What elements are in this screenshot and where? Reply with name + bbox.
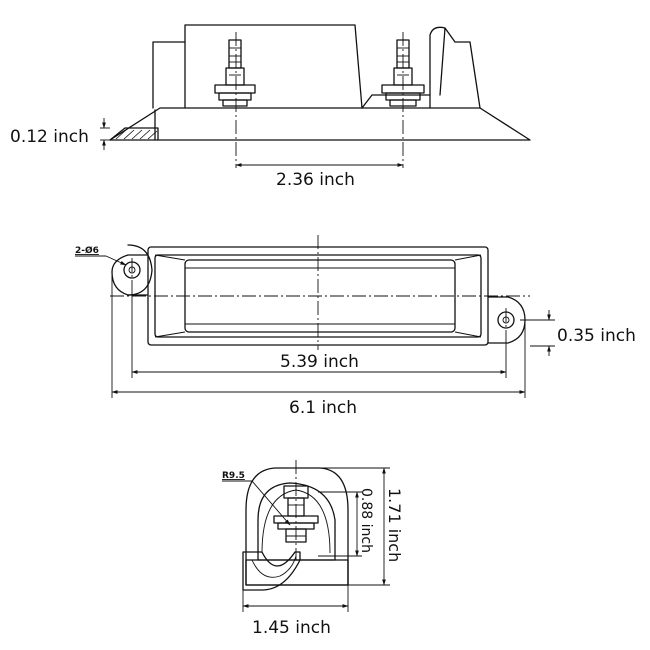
hole-offset-label: 0.35 inch — [557, 326, 636, 346]
inner-length-label: 5.39 inch — [280, 352, 359, 372]
hole-callout: 2-Ø6 — [75, 245, 99, 256]
thickness-label: 0.12 inch — [10, 127, 89, 147]
right-mounting-ear — [487, 296, 526, 344]
inner-height-label: 0.88 inch — [358, 488, 374, 553]
stud-spacing-label: 2.36 inch — [276, 170, 355, 190]
overall-height-label: 1.71 inch — [385, 488, 404, 562]
flange-section-hatch — [109, 127, 159, 141]
front-elevation-view: 0.12 inch 2.36 inch — [10, 24, 531, 190]
left-terminal-stud — [214, 39, 256, 107]
overall-length-label: 6.1 inch — [289, 398, 357, 418]
end-view: R9.5 0.88 inch 1.71 inch 1.45 inch — [222, 460, 404, 638]
radius-callout: R9.5 — [222, 471, 245, 481]
plan-view: 2-Ø6 0.35 inch 5.39 inch 6.1 inch — [75, 235, 636, 418]
width-label: 1.45 inch — [252, 618, 331, 638]
